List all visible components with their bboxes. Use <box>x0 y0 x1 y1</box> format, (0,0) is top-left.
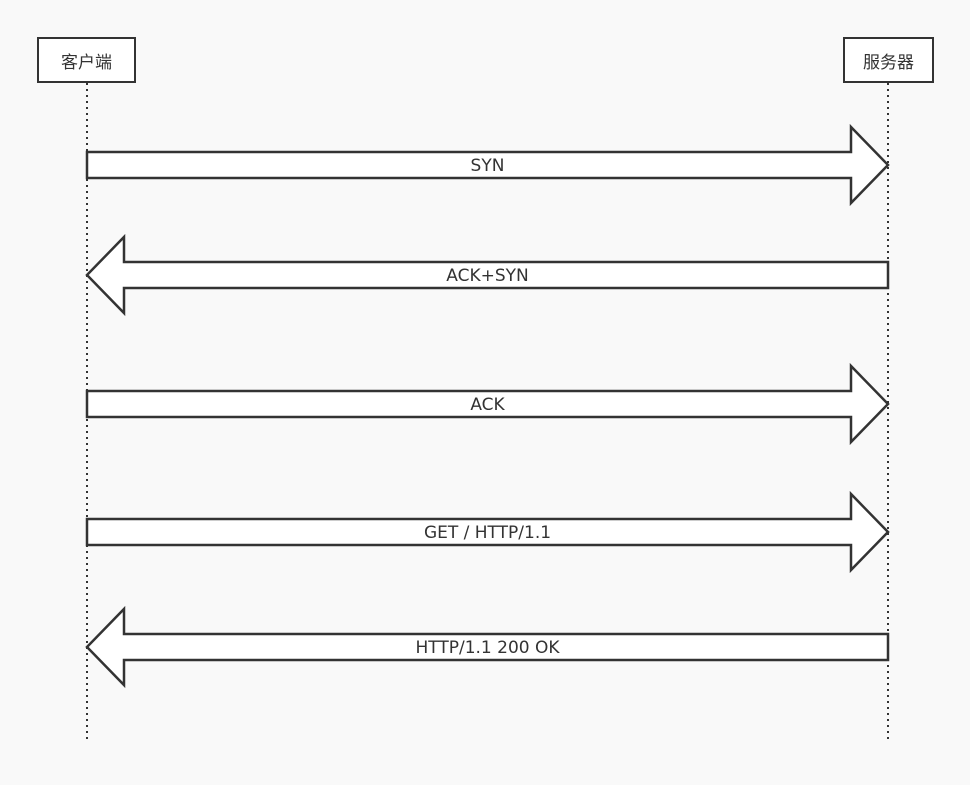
server-participant: 服务器 <box>843 37 934 83</box>
message-label-1: SYN <box>471 156 505 176</box>
message-arrow-4 <box>85 490 890 574</box>
message-label-3: ACK <box>470 395 505 415</box>
server-label: 服务器 <box>863 52 914 73</box>
client-participant: 客户端 <box>37 37 136 83</box>
message-arrow-3 <box>85 362 890 446</box>
message-arrow-1 <box>85 123 890 207</box>
message-label-2: ACK+SYN <box>446 266 529 286</box>
message-label-4: GET / HTTP/1.1 <box>424 523 551 543</box>
message-arrow-2 <box>85 233 890 317</box>
client-label: 客户端 <box>61 52 112 73</box>
message-label-5: HTTP/1.1 200 OK <box>415 638 560 658</box>
message-arrow-5 <box>85 605 890 689</box>
